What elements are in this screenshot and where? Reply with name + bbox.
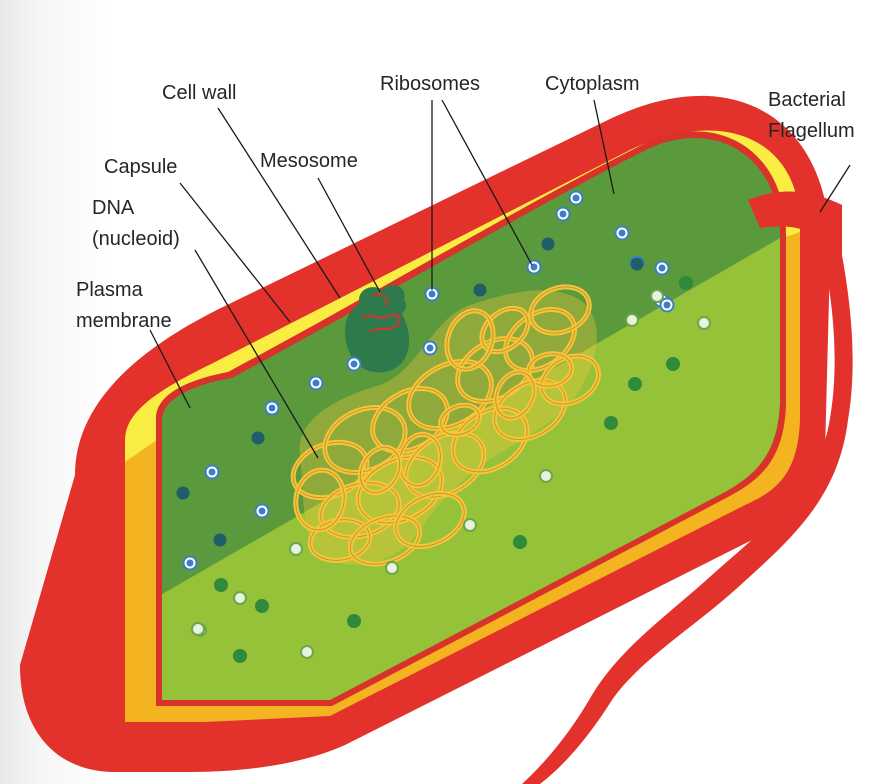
dna-strand-outline xyxy=(408,360,492,430)
dna-strand-outline xyxy=(452,407,528,473)
ribosome-core xyxy=(268,404,276,412)
label-plasma-membrane-line2: membrane xyxy=(76,310,172,332)
label-plasma-membrane-line1: Plasma xyxy=(76,279,144,301)
granule-dark xyxy=(251,431,265,445)
ribosome xyxy=(233,591,247,605)
mesosome-squiggle xyxy=(371,292,388,307)
granule-dark xyxy=(213,533,227,547)
dna-strand-outline xyxy=(494,380,566,440)
dna-strand-outline xyxy=(295,469,345,531)
label-cytoplasm: Cytoplasm xyxy=(545,73,639,95)
ribosome-core xyxy=(428,290,436,298)
granule-dark xyxy=(176,486,190,500)
granule xyxy=(628,377,642,391)
ribosome xyxy=(300,645,314,659)
dna-strand-outline xyxy=(320,482,400,538)
ribosome-core xyxy=(208,468,216,476)
leader-plasma-membrane xyxy=(149,329,191,409)
label-ribosomes: Ribosomes xyxy=(380,73,480,95)
granule xyxy=(233,649,247,663)
ribosome-core xyxy=(658,264,666,272)
granule xyxy=(214,578,228,592)
mesosome xyxy=(345,285,410,373)
granule xyxy=(255,599,269,613)
ribosome-core xyxy=(663,301,671,309)
dna-nucleoid xyxy=(290,284,601,567)
dna-strand-outline xyxy=(440,404,480,436)
leader-cell-wall xyxy=(217,107,341,299)
ribosome-core xyxy=(572,194,580,202)
ribosome-core xyxy=(258,507,266,515)
ribosome xyxy=(539,469,553,483)
ribosome-core xyxy=(530,263,538,271)
granule xyxy=(679,276,693,290)
dna-strand-outline xyxy=(481,307,529,353)
ribosome xyxy=(697,316,711,330)
granule xyxy=(604,416,618,430)
granule-dark xyxy=(473,283,487,297)
granule xyxy=(513,535,527,549)
label-bacterial-flagellum-line1: Bacterial xyxy=(768,89,846,111)
mesosome-squiggle xyxy=(361,313,401,333)
granule xyxy=(666,357,680,371)
granule-dark xyxy=(630,257,644,271)
label-bacterial-flagellum-line2: Flagellum xyxy=(768,120,855,142)
ribosome xyxy=(289,542,303,556)
ribosome xyxy=(650,289,664,303)
leader-dna xyxy=(194,249,319,459)
dna-strand-outline xyxy=(357,456,443,524)
leader-flagellum xyxy=(819,164,851,213)
label-mesosome: Mesosome xyxy=(260,150,358,172)
ribosome-core xyxy=(186,559,194,567)
mesosome-body xyxy=(345,299,410,373)
dna-strand-outline xyxy=(349,515,421,565)
dna-strand-outline xyxy=(495,371,535,419)
leader-lines xyxy=(149,99,851,459)
granule-dark xyxy=(541,237,555,251)
labels: Cell wall Ribosomes Cytoplasm Bacterial … xyxy=(76,73,855,332)
label-cell-wall: Cell wall xyxy=(162,82,236,104)
mesosome-fold xyxy=(359,285,407,316)
dna-strand-outline xyxy=(359,446,401,494)
leader-capsule xyxy=(179,182,291,323)
dna-strand-outline xyxy=(541,355,599,405)
ribosomes-and-granules xyxy=(176,190,711,663)
dna-strand-outline xyxy=(395,492,465,548)
leader-cytoplasm xyxy=(593,99,615,195)
leader-ribosomes-right xyxy=(441,99,533,266)
dna-strand-outline xyxy=(530,286,590,334)
ribosome-core xyxy=(426,344,434,352)
leader-mesosome xyxy=(317,177,381,293)
ribosome-core xyxy=(559,210,567,218)
granule xyxy=(347,614,361,628)
ribosome-core xyxy=(618,229,626,237)
ribosome xyxy=(385,561,399,575)
ribosome xyxy=(191,622,205,636)
label-dna-line1: DNA xyxy=(92,197,135,219)
dna-strand-outline xyxy=(399,433,441,487)
dna-strand-outline xyxy=(405,432,485,498)
ribosome xyxy=(625,313,639,327)
label-capsule: Capsule xyxy=(104,156,177,178)
ribosome-core xyxy=(312,379,320,387)
label-dna-line2: (nucleoid) xyxy=(92,228,180,250)
dna-strand-outline xyxy=(446,310,494,370)
ribosome-core xyxy=(350,360,358,368)
ribosome xyxy=(463,518,477,532)
